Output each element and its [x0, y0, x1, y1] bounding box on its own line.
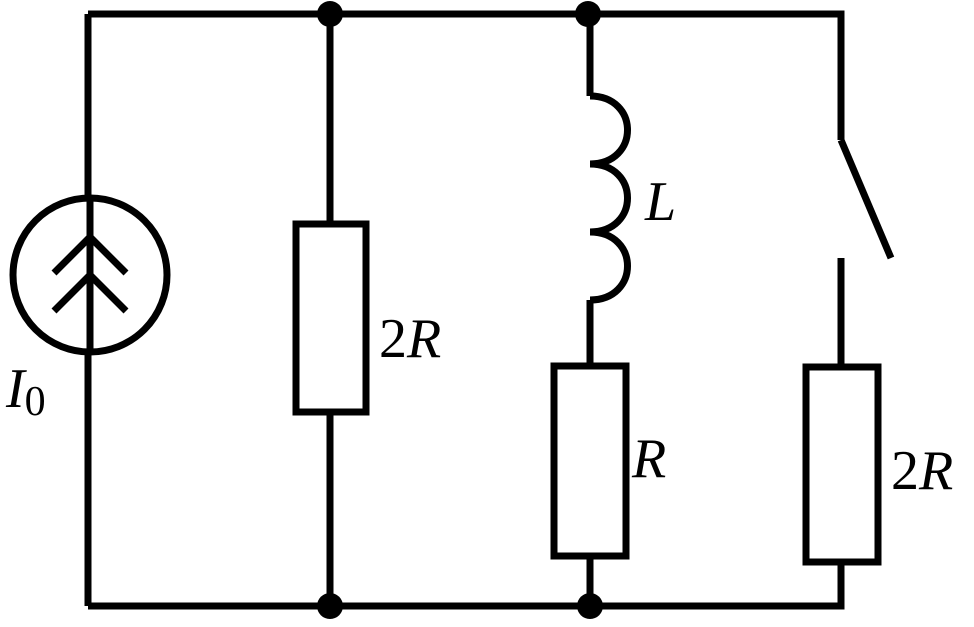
junction-top-left [317, 1, 343, 27]
junction-bottom-left [317, 593, 343, 619]
resistor-left-label: 2R [379, 308, 441, 370]
switch-branch: 2R [802, 138, 953, 566]
current-source-symbol [9, 194, 171, 356]
junction-bottom-middle [577, 593, 603, 619]
resistor-middle-label: R [631, 428, 666, 490]
resistor-left-branch: 2R [292, 14, 441, 606]
resistor-left-box [292, 220, 370, 416]
current-source-branch: I0 [5, 14, 171, 606]
resistor-middle-box [550, 362, 630, 560]
inductor-label: L [644, 171, 676, 233]
inductor-branch: L R [550, 14, 676, 606]
resistor-right-box [802, 363, 882, 566]
junction-top-middle [575, 1, 601, 27]
current-source-arrowhead-upper [51, 232, 129, 276]
resistor-right-label: 2R [891, 440, 953, 502]
current-source-arrowhead-lower [51, 270, 129, 314]
inductor-coil-icon [589, 92, 631, 304]
switch-blade [837, 138, 895, 260]
current-source-label: I0 [5, 358, 46, 425]
